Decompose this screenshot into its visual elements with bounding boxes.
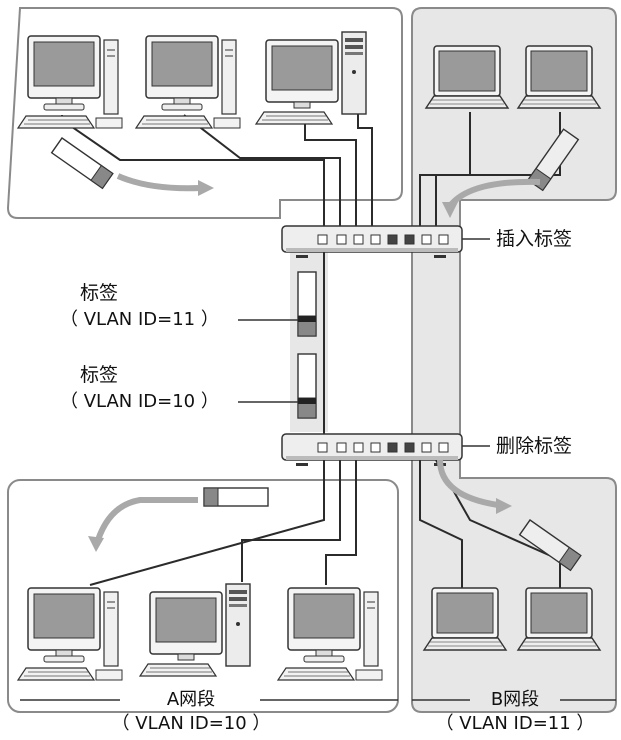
laptop-icon (517, 587, 601, 651)
segment-a-label: A网段 (166, 689, 216, 710)
laptop-icon (423, 587, 507, 651)
segment-b-label: B网段 (490, 689, 540, 710)
insert-tag-label: 插入标签 (496, 228, 573, 250)
tag-10-title: 标签 (80, 364, 119, 386)
tag-11-id: （ VLAN ID=11 ） (60, 309, 219, 330)
segment-b-id: （ VLAN ID=11 ） (435, 713, 595, 734)
laptop-icon (517, 45, 601, 109)
flow-arrows (95, 173, 541, 542)
segment-a-id: （ VLAN ID=10 ） (111, 713, 271, 734)
remove-tag-label: 删除标签 (496, 435, 573, 457)
segment-b-panel (411, 7, 617, 713)
vlan-tag-icon (297, 271, 317, 419)
laptop-icon (425, 45, 509, 109)
tag-11-title: 标签 (80, 282, 119, 304)
tag-10-id: （ VLAN ID=10 ） (60, 391, 219, 412)
